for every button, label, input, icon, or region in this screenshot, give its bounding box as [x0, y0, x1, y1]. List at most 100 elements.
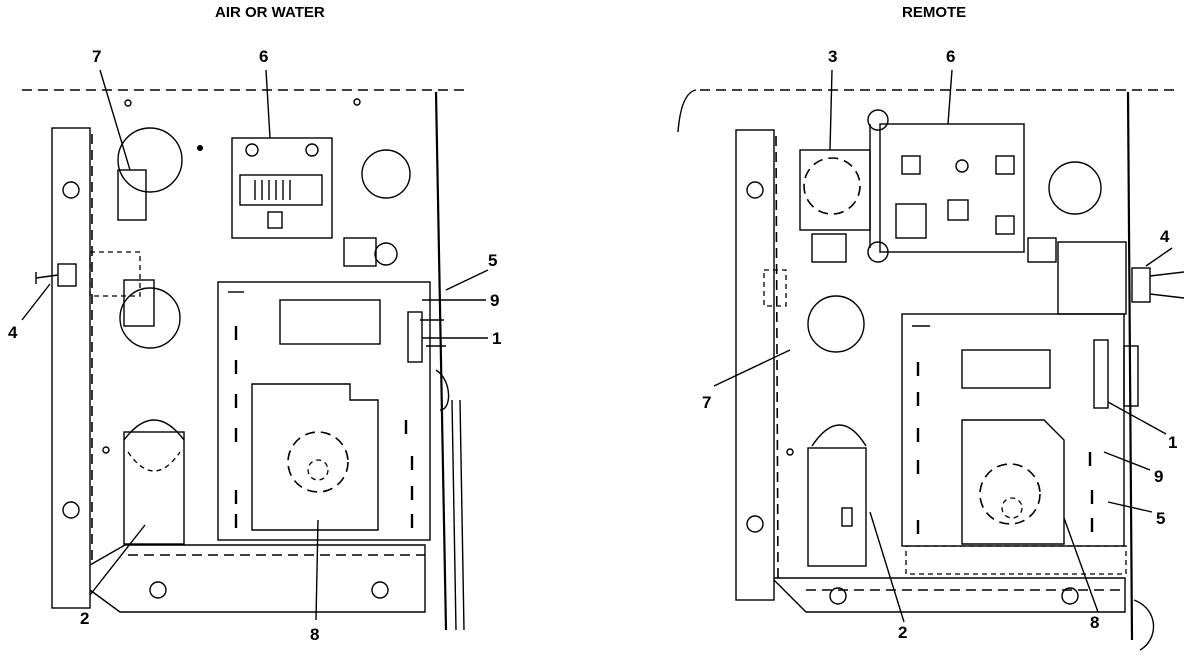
circuit-board — [901, 313, 1125, 547]
terminal — [995, 155, 1015, 175]
round-component — [807, 295, 865, 353]
terminal-block — [1027, 237, 1057, 263]
chassis-curve — [677, 89, 697, 133]
relay-7 — [117, 169, 147, 221]
bracket-screw — [867, 109, 889, 131]
callout-7: 7 — [92, 47, 101, 66]
panel-air-or-water — [21, 69, 489, 631]
relay-3-outline — [803, 157, 861, 215]
round-component — [374, 242, 398, 266]
round-component — [1048, 161, 1102, 215]
leader-line — [445, 269, 489, 291]
bottom-rail — [89, 544, 426, 613]
round-component — [119, 287, 181, 349]
round-component — [117, 127, 183, 193]
callout-5: 5 — [488, 251, 497, 270]
callout-8: 8 — [1090, 613, 1099, 632]
transformer — [961, 349, 1051, 389]
callout-4: 4 — [1160, 227, 1170, 246]
relay-block — [123, 279, 155, 327]
module-hole — [955, 159, 969, 173]
left-rail — [735, 129, 775, 601]
rail-inner-edge — [775, 135, 779, 579]
rail-screw — [149, 581, 167, 599]
leader-line — [1103, 451, 1151, 471]
leader-line — [1107, 401, 1167, 435]
mount-hole — [786, 448, 794, 456]
callout-6: 6 — [946, 47, 955, 66]
callout-4: 4 — [8, 323, 18, 342]
relay-block — [811, 233, 847, 263]
module-screw — [305, 143, 319, 157]
leader-line — [947, 69, 953, 125]
component-outline-inner — [1001, 497, 1023, 519]
mount-hole — [197, 145, 203, 151]
mount-hole — [102, 446, 110, 454]
fuse-1 — [407, 311, 423, 363]
callout-9: 9 — [1154, 467, 1163, 486]
cable-clamp — [435, 369, 450, 411]
capacitor-2 — [123, 431, 185, 545]
mount-hole — [353, 98, 361, 106]
leader-line — [1145, 247, 1173, 267]
leader-line — [89, 524, 146, 596]
leader-line — [315, 519, 319, 621]
module-6 — [879, 123, 1025, 253]
callout-2: 2 — [898, 623, 907, 642]
callout-7: 7 — [702, 393, 711, 412]
board-label-area — [961, 419, 1065, 545]
callout-2: 2 — [80, 609, 89, 628]
board-lower-outline — [905, 545, 1127, 575]
rail-screw — [62, 181, 80, 199]
toggle-lever — [1149, 271, 1184, 299]
module-6-block — [895, 203, 927, 239]
cable — [459, 399, 465, 631]
module-6-coil — [239, 174, 323, 206]
leader-line — [869, 511, 905, 623]
component-outline — [287, 431, 349, 493]
capacitor-top — [811, 424, 867, 447]
terminal — [995, 215, 1015, 235]
callout-5: 5 — [1156, 509, 1165, 528]
callout-6: 6 — [259, 47, 268, 66]
callout-3: 3 — [828, 47, 837, 66]
component-outline-inner — [307, 459, 329, 481]
toggle-switch-4 — [57, 263, 77, 287]
component-outline — [979, 463, 1041, 525]
leader-line — [1063, 517, 1099, 613]
module-6-terminal — [267, 211, 283, 229]
toggle-switch-4 — [1131, 267, 1151, 303]
cable-curve — [1133, 599, 1155, 651]
callout-9: 9 — [490, 291, 499, 310]
callout-1: 1 — [492, 329, 501, 348]
rail-screw — [1061, 587, 1079, 605]
circuit-board — [217, 281, 431, 541]
rail-screw — [829, 587, 847, 605]
toggle-lever — [35, 272, 59, 284]
leader-line — [99, 69, 131, 171]
bottom-rail — [773, 577, 1126, 613]
transformer — [279, 299, 381, 345]
callout-1: 1 — [1168, 433, 1177, 452]
capacitor-tab — [841, 507, 853, 527]
bracket-outline — [763, 269, 787, 307]
connector-block — [1057, 241, 1127, 315]
capacitor-2 — [807, 447, 867, 567]
leader-line — [1107, 501, 1153, 513]
fuse-1 — [1093, 339, 1109, 409]
chassis-right-wall — [1126, 91, 1134, 641]
module-screw — [245, 143, 259, 157]
fuse-leads — [420, 319, 446, 347]
rail-screw — [62, 501, 80, 519]
board-label-area — [251, 383, 379, 531]
panel-title-remote: REMOTE — [902, 4, 967, 21]
mount-hole — [124, 99, 132, 107]
chassis-right-wall — [434, 91, 448, 631]
terminal-block — [343, 237, 377, 267]
cable — [451, 399, 457, 631]
rail-screw — [746, 515, 764, 533]
capacitor-outline — [127, 451, 181, 472]
leader-line — [265, 69, 271, 139]
leader-line — [713, 349, 791, 387]
